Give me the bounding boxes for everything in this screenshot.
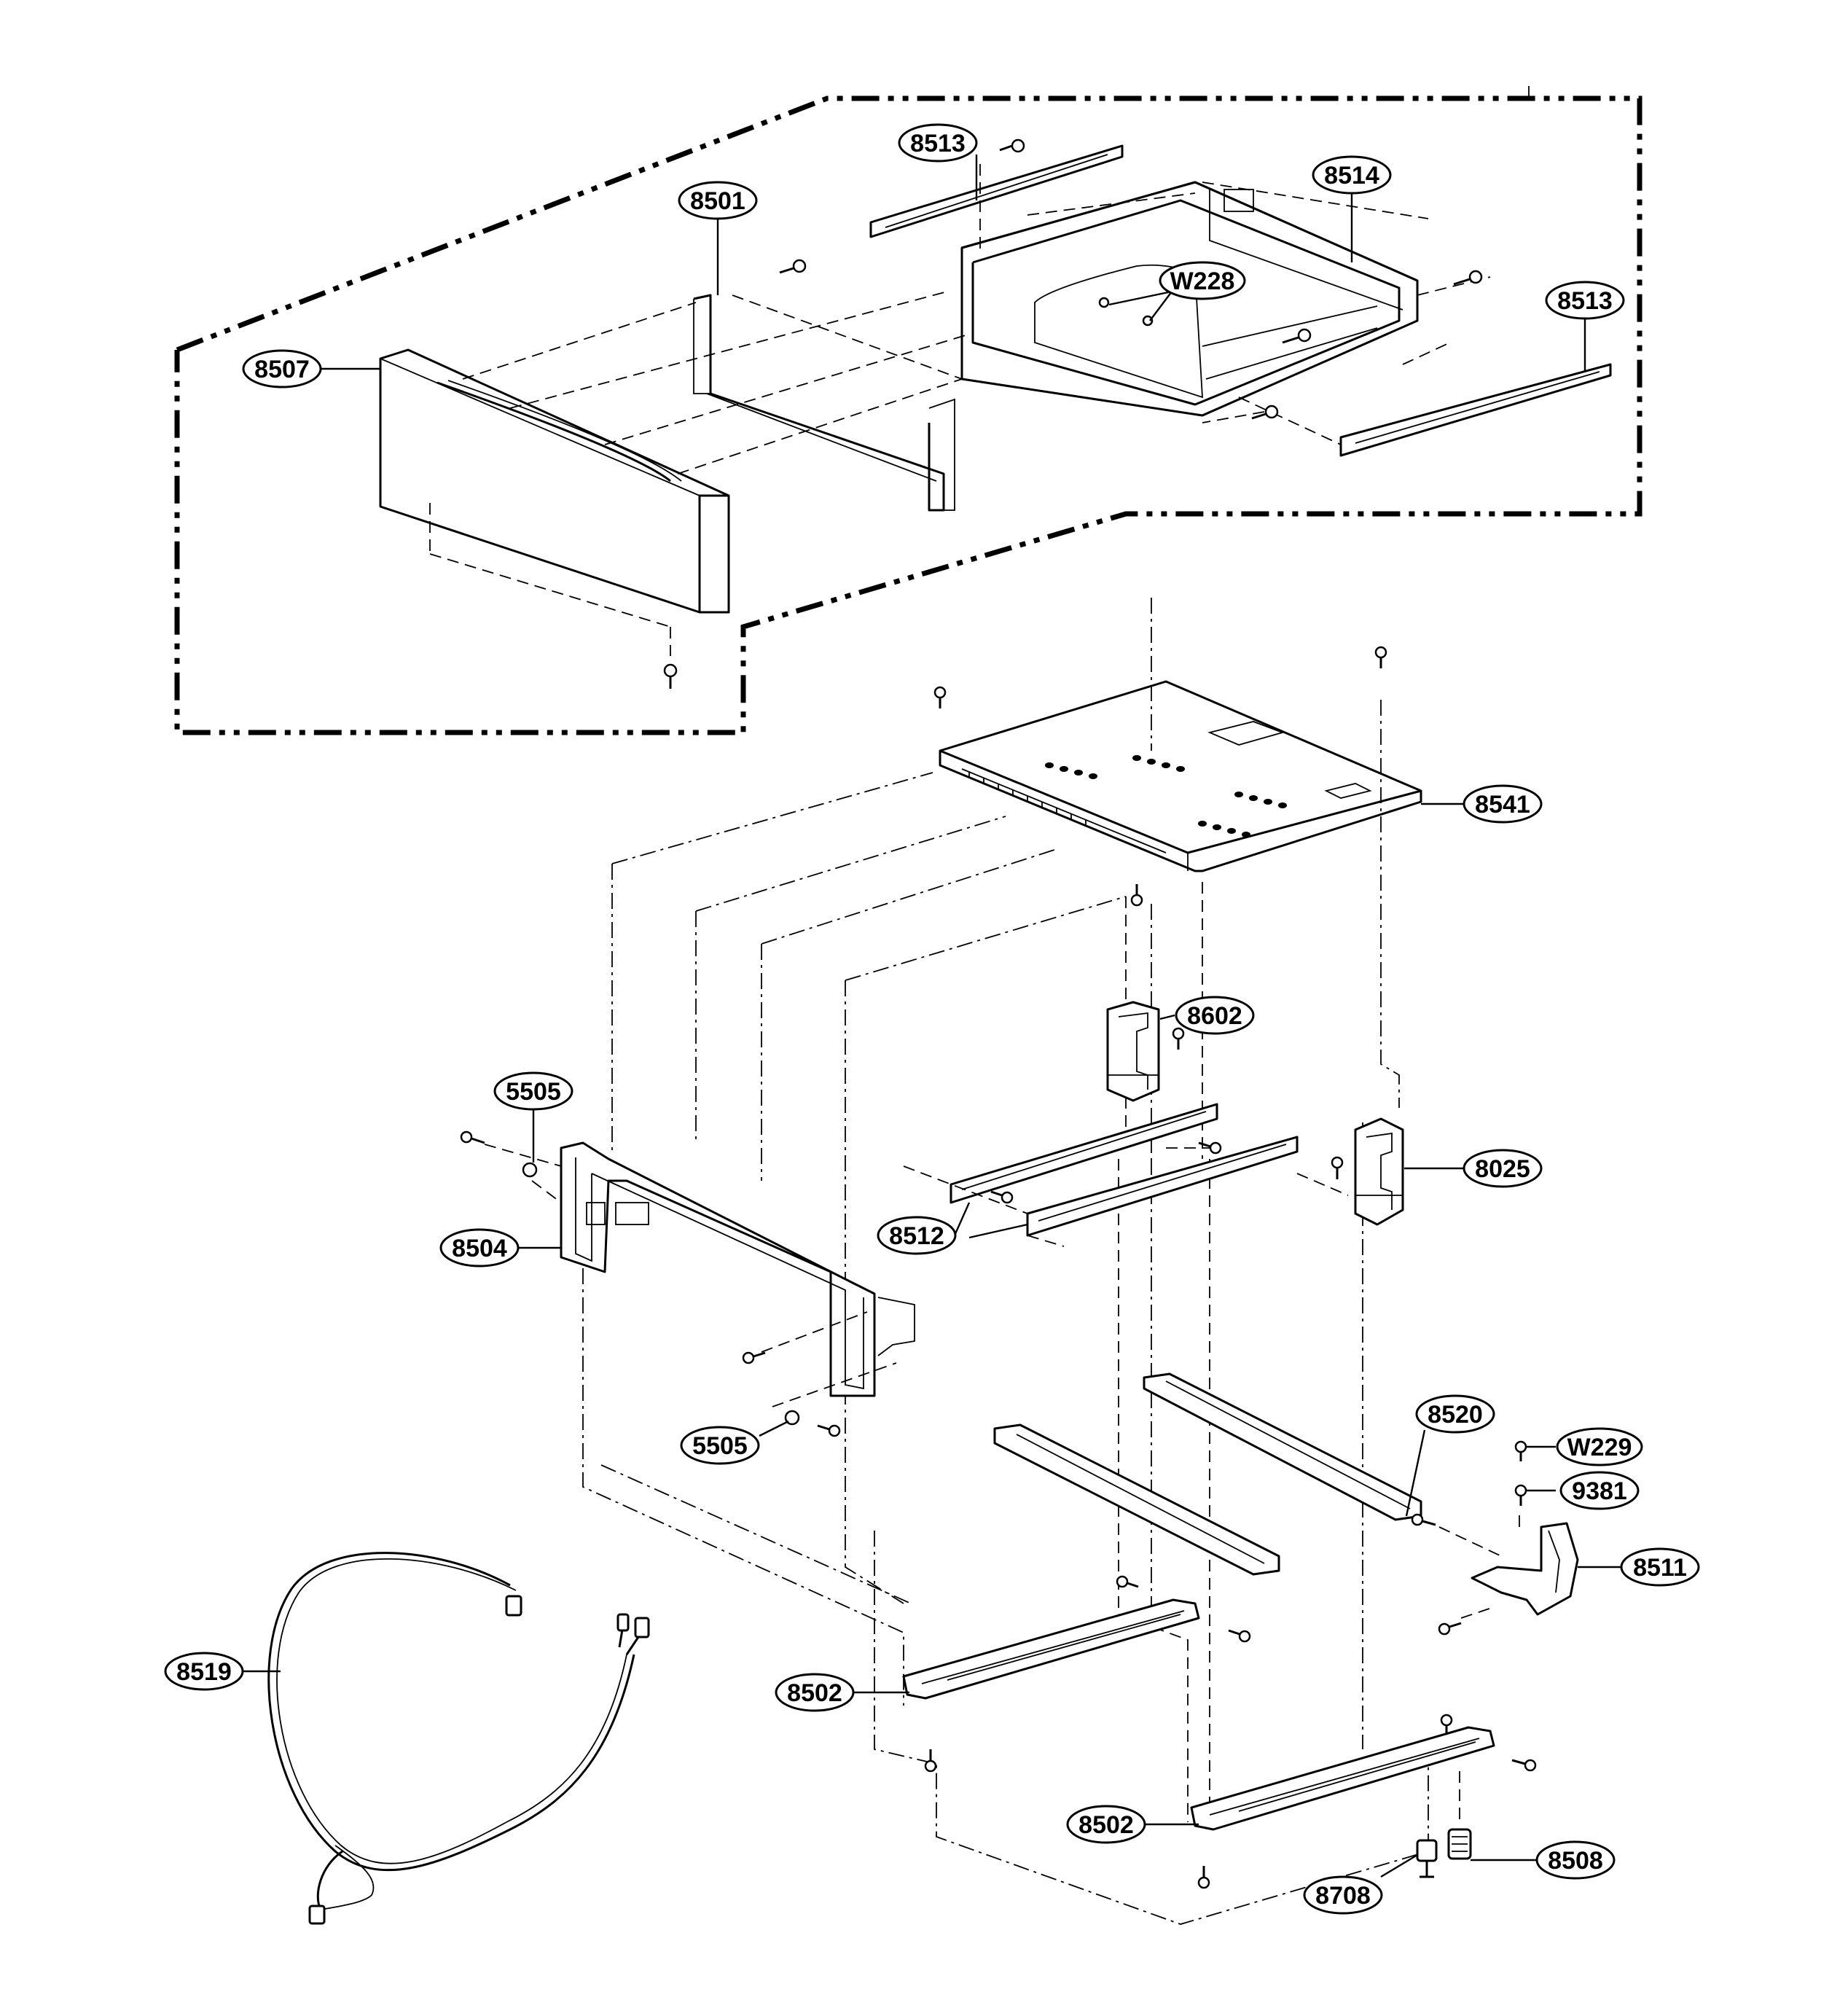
svg-text:8511: 8511 [1633, 1554, 1687, 1582]
drawer-front-part [379, 348, 730, 656]
callout-8025[interactable]: 8025 [1463, 1149, 1543, 1188]
callout-8504[interactable]: 8504 [439, 1228, 520, 1267]
callout-8512[interactable]: 8512 [877, 1216, 957, 1255]
callout-8507[interactable]: 8507 [242, 349, 322, 388]
svg-text:8504: 8504 [452, 1235, 507, 1262]
svg-text:8519: 8519 [176, 1658, 232, 1686]
callout-8501[interactable]: 8501 [678, 181, 758, 220]
drawer-rear-bracket-part [693, 294, 955, 512]
bracket-8602-part [1106, 1001, 1160, 1102]
callout-8541[interactable]: 8541 [1463, 784, 1543, 824]
base-rail-front [902, 1598, 1200, 1700]
svg-text:8514: 8514 [1324, 162, 1379, 190]
svg-text:W228: W228 [1170, 267, 1235, 295]
base-rail-rear [1190, 1726, 1495, 1831]
callout-8602[interactable]: 8602 [1175, 996, 1255, 1035]
callout-8513-right[interactable]: 8513 [1545, 281, 1625, 320]
base-rail-screws [924, 1575, 1537, 1889]
leveling-foot-8508 [1447, 1771, 1472, 1860]
svg-text:8520: 8520 [1428, 1401, 1483, 1429]
frame-guide-dashes [484, 1144, 1349, 1407]
callout-W229[interactable]: W229 [1556, 1427, 1643, 1466]
drawer-slide-rail-top [869, 144, 1124, 238]
bracket-8025-part [1354, 1117, 1404, 1226]
svg-text:5505: 5505 [692, 1432, 748, 1460]
bottom-trays-part [993, 1372, 1422, 1576]
wire-harness-part [267, 1552, 650, 1925]
top-panel-part [939, 680, 1422, 872]
svg-text:8512: 8512 [889, 1222, 944, 1250]
callout-8520[interactable]: 8520 [1415, 1394, 1495, 1434]
callout-8508[interactable]: 8508 [1535, 1840, 1616, 1880]
callout-8513-top[interactable]: 8513 [898, 123, 978, 163]
svg-text:8025: 8025 [1475, 1155, 1530, 1183]
corner-bracket-screws [1411, 1440, 1527, 1636]
callout-8708[interactable]: 8708 [1303, 1875, 1383, 1915]
drawer-assembly-boundary [174, 95, 1643, 735]
callout-labels: 8513 8514 8501 W228 8513 8507 8541 8602 [164, 123, 1700, 1915]
front-frame-part [560, 1141, 915, 1397]
callout-8502-rear[interactable]: 8502 [1066, 1805, 1146, 1844]
svg-text:8502: 8502 [787, 1679, 842, 1707]
callout-8514[interactable]: 8514 [1312, 155, 1392, 195]
svg-text:8508: 8508 [1548, 1847, 1603, 1875]
svg-text:8502: 8502 [1078, 1811, 1134, 1839]
callout-leaders [242, 155, 1621, 1878]
callout-8502-front[interactable]: 8502 [775, 1673, 855, 1712]
top-panel-screws [933, 646, 1387, 907]
drawer-slide-rail-right [1339, 363, 1612, 457]
callout-5505-top[interactable]: 5505 [493, 1071, 573, 1111]
svg-text:9381: 9381 [1572, 1477, 1627, 1505]
svg-text:W229: W229 [1567, 1434, 1632, 1461]
cross-rails-part [950, 1103, 1299, 1237]
svg-text:8513: 8513 [1557, 287, 1613, 315]
frame-screws [460, 1027, 1344, 1437]
svg-text:5505: 5505 [506, 1078, 561, 1106]
leveling-foot-8708 [1416, 1839, 1438, 1878]
corner-bracket-8511-part [1471, 1509, 1579, 1616]
callout-5505-bottom[interactable]: 5505 [680, 1426, 760, 1465]
spacer-washer-5505-bottom [784, 1410, 800, 1426]
drawer-assembly-guides [462, 164, 1491, 474]
svg-text:8501: 8501 [690, 187, 745, 215]
svg-text:8513: 8513 [910, 130, 966, 157]
callout-9381[interactable]: 9381 [1559, 1471, 1640, 1510]
svg-text:8602: 8602 [1187, 1002, 1242, 1030]
svg-text:8708: 8708 [1315, 1882, 1371, 1910]
svg-text:8541: 8541 [1475, 791, 1530, 819]
callout-W228[interactable]: W228 [1159, 261, 1246, 300]
drawer-screws [663, 138, 1483, 689]
callout-8519[interactable]: 8519 [164, 1652, 244, 1691]
spacer-washer-5505-top [522, 1162, 538, 1178]
svg-text:8507: 8507 [254, 356, 310, 383]
callout-8511[interactable]: 8511 [1620, 1547, 1700, 1587]
